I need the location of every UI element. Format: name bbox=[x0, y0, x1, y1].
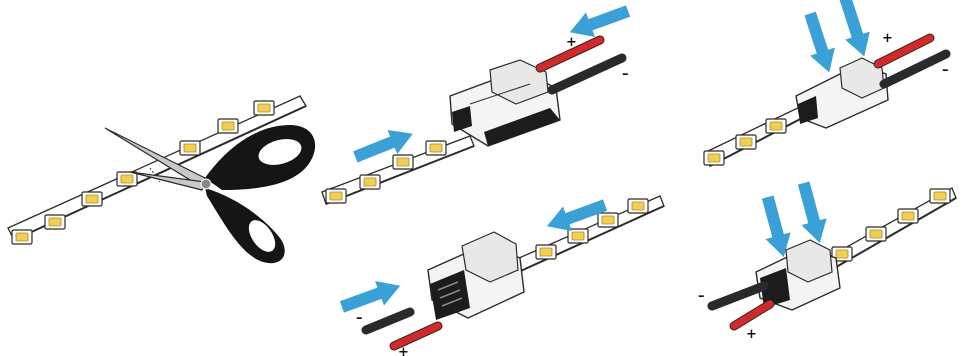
led-chip bbox=[765, 118, 787, 134]
push-arrow-icon bbox=[791, 179, 833, 247]
led-chip bbox=[44, 214, 66, 230]
wire-positive bbox=[873, 33, 935, 69]
step-3-press-strip: + – bbox=[703, 0, 951, 167]
step-1-cut-strip bbox=[7, 95, 316, 264]
wire-negative bbox=[707, 281, 769, 311]
strip-connector bbox=[795, 57, 889, 129]
scissors-icon bbox=[104, 125, 316, 264]
led-chip bbox=[627, 198, 649, 214]
wire-negative bbox=[879, 49, 951, 89]
wire-positive bbox=[535, 35, 605, 73]
wire-positive bbox=[729, 299, 775, 331]
polarity-label: + bbox=[398, 345, 409, 356]
polarity-label: – bbox=[942, 63, 949, 78]
led-chip bbox=[735, 134, 757, 150]
polarity-label: – bbox=[622, 67, 629, 82]
strip-connector bbox=[449, 59, 561, 147]
led-chip bbox=[535, 244, 557, 260]
push-arrow-icon bbox=[337, 273, 405, 320]
step-4-insert-wires: – + bbox=[337, 192, 665, 356]
led-chip bbox=[703, 150, 725, 166]
wire-positive bbox=[389, 321, 443, 351]
led-chip bbox=[11, 229, 33, 245]
led-chip bbox=[325, 188, 347, 204]
step-5-press-wires: – + bbox=[698, 179, 957, 342]
wire-negative bbox=[361, 307, 415, 335]
polarity-label: – bbox=[356, 311, 363, 326]
polarity-label: + bbox=[566, 35, 577, 50]
led-chip bbox=[929, 188, 951, 204]
wire-connector bbox=[427, 231, 525, 320]
step-2-insert-strip: + – bbox=[321, 0, 633, 205]
led-chip bbox=[567, 228, 589, 244]
led-chip bbox=[81, 191, 103, 207]
wire-connector bbox=[755, 239, 841, 311]
led-chip bbox=[116, 171, 138, 187]
push-arrow-icon bbox=[832, 0, 877, 61]
polarity-label: + bbox=[746, 327, 757, 342]
led-chip bbox=[597, 212, 619, 228]
led-chip bbox=[865, 226, 887, 242]
push-arrow-icon bbox=[797, 9, 842, 77]
led-chip bbox=[425, 140, 447, 156]
wire-negative bbox=[547, 53, 627, 95]
led-chip bbox=[359, 174, 381, 190]
led-chip bbox=[217, 118, 239, 134]
led-chip bbox=[253, 100, 275, 116]
polarity-label: – bbox=[698, 289, 705, 304]
led-chip bbox=[897, 208, 919, 224]
polarity-label: + bbox=[882, 31, 893, 46]
led-chip bbox=[392, 154, 414, 170]
led-chip bbox=[179, 140, 201, 156]
